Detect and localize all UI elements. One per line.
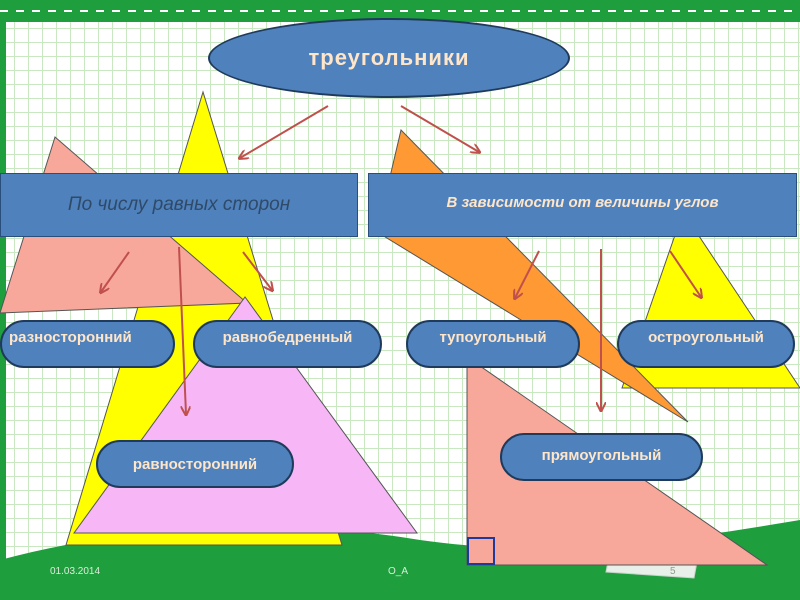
type-acute-label: остроугольный bbox=[648, 329, 764, 346]
category-by-sides-label: По числу равных сторон bbox=[67, 194, 291, 215]
arrow-title-to-angles bbox=[400, 105, 479, 152]
arrow-sides-to-isosceles bbox=[242, 251, 272, 290]
arrow-title-to-sides bbox=[240, 105, 329, 158]
category-by-angles-label: В зависимости от величины углов bbox=[446, 194, 719, 211]
arrow-sides-to-equilateral bbox=[178, 246, 186, 414]
type-scalene-label: разносторонний bbox=[9, 329, 132, 346]
arrow-angles-to-obtuse bbox=[515, 250, 540, 298]
type-obtuse-label: тупоугольный bbox=[439, 329, 547, 346]
arrow-angles-to-acute bbox=[669, 250, 701, 297]
category-by-sides: По числу равных сторон bbox=[0, 173, 358, 237]
footer-page-number: 5 bbox=[670, 566, 676, 577]
type-acute: остроугольный bbox=[617, 320, 795, 368]
footer-author: О_А bbox=[388, 566, 409, 577]
type-obtuse: тупоугольный bbox=[406, 320, 580, 368]
category-by-angles: В зависимости от величины углов bbox=[368, 173, 797, 237]
type-right-label: прямоугольный bbox=[541, 447, 662, 464]
type-isosceles: равнобедренный bbox=[193, 320, 382, 368]
top-band-dashes bbox=[0, 10, 800, 12]
right-angle-marker bbox=[467, 537, 495, 565]
type-equilateral: равносторонний bbox=[96, 440, 294, 488]
type-equilateral-label: равносторонний bbox=[132, 455, 258, 473]
title-text: треугольники bbox=[308, 45, 470, 70]
footer-date: 01.03.2014 bbox=[50, 566, 101, 577]
type-right: прямоугольный bbox=[500, 433, 703, 481]
top-band bbox=[0, 0, 800, 22]
title-oval: треугольники bbox=[208, 18, 570, 98]
type-scalene: разносторонний bbox=[0, 320, 175, 368]
arrow-sides-to-scalene bbox=[101, 251, 130, 292]
type-isosceles-label: равнобедренный bbox=[222, 329, 353, 346]
